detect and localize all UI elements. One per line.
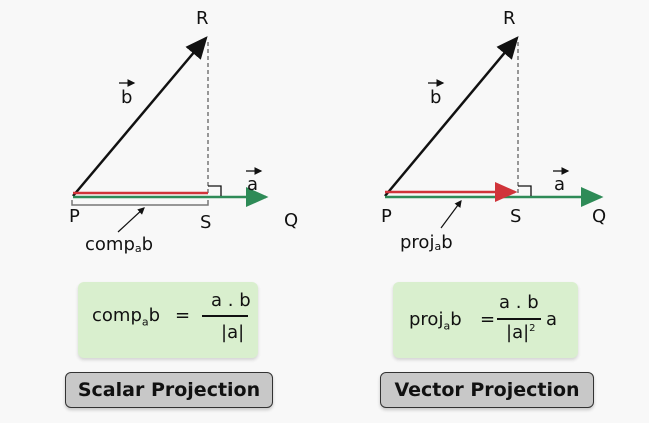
label-P: P	[69, 206, 80, 227]
right-angle-mark	[208, 185, 222, 196]
formula-lhs: projab	[409, 309, 462, 333]
label-R: R	[196, 8, 209, 29]
label-S: S	[510, 206, 521, 227]
formula-equals: =	[480, 309, 496, 330]
vector-projection-label: Vector Projection	[380, 372, 594, 408]
vector-formula-box: projab = a . b |a|2 a	[393, 282, 578, 358]
vector-diagram: R b a P S Q projab	[381, 8, 606, 253]
formula-denominator: |a|2	[506, 322, 536, 343]
label-a: a	[247, 174, 258, 195]
label-Q: Q	[592, 206, 606, 227]
pointer-arrow	[440, 200, 462, 229]
label-S: S	[200, 212, 211, 233]
scalar-diagram: R b a P S Q compab	[69, 8, 298, 255]
scalar-formula-box: compab = a . b |a|	[78, 282, 258, 358]
formula-denominator: |a|	[221, 322, 245, 343]
formula-numerator: a . b	[211, 290, 251, 311]
formula-equals: =	[175, 305, 191, 326]
label-comp-a-b: compab	[85, 234, 153, 255]
fraction-bar	[202, 315, 248, 317]
length-bracket	[71, 200, 209, 206]
label-P: P	[381, 206, 392, 227]
scalar-projection-label: Scalar Projection	[65, 372, 273, 408]
label-R: R	[503, 8, 516, 29]
label-b: b	[430, 87, 441, 108]
label-b: b	[121, 87, 132, 108]
vector-b-arrow	[72, 36, 208, 197]
right-angle-mark	[518, 185, 532, 196]
vector-b-arrow	[384, 36, 519, 197]
fraction-bar	[497, 318, 541, 320]
formula-lhs: compab	[92, 305, 161, 329]
label-a: a	[554, 174, 565, 195]
pointer-arrow	[117, 207, 145, 233]
formula-tail: a	[546, 309, 558, 330]
formula-numerator: a . b	[499, 292, 539, 313]
label-proj-a-b: projab	[400, 232, 453, 253]
label-Q: Q	[284, 210, 298, 231]
